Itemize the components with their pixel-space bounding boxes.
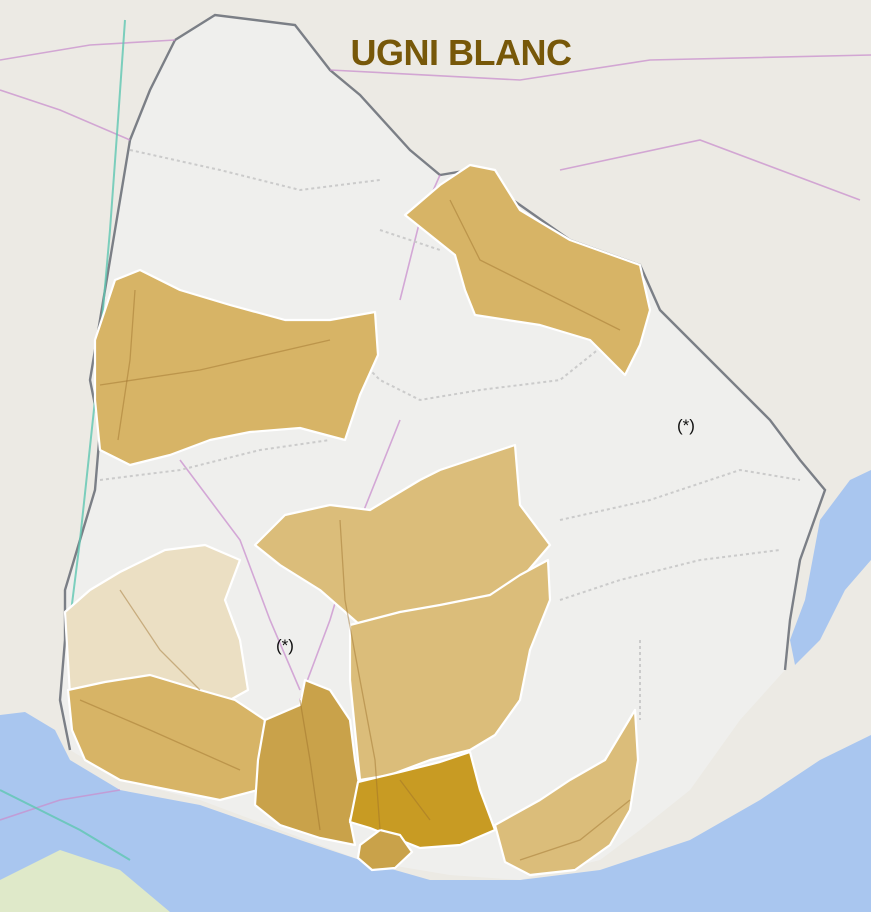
region-center-south[interactable]: [348, 558, 552, 782]
map-title: UGNI BLANC: [350, 32, 572, 73]
highway-south: [0, 789, 131, 861]
country-land: [60, 15, 825, 880]
lagoon-water: [790, 470, 871, 665]
note-east: (*): [677, 416, 695, 435]
region-south-east[interactable]: [493, 708, 640, 877]
region-capital[interactable]: [348, 750, 497, 850]
note-west: (*): [276, 636, 294, 655]
grass-area: [0, 850, 170, 912]
river-water: [0, 712, 871, 912]
region-north-west[interactable]: [93, 268, 380, 467]
region-north-east[interactable]: [403, 163, 652, 377]
region-capital-city[interactable]: [356, 828, 414, 872]
